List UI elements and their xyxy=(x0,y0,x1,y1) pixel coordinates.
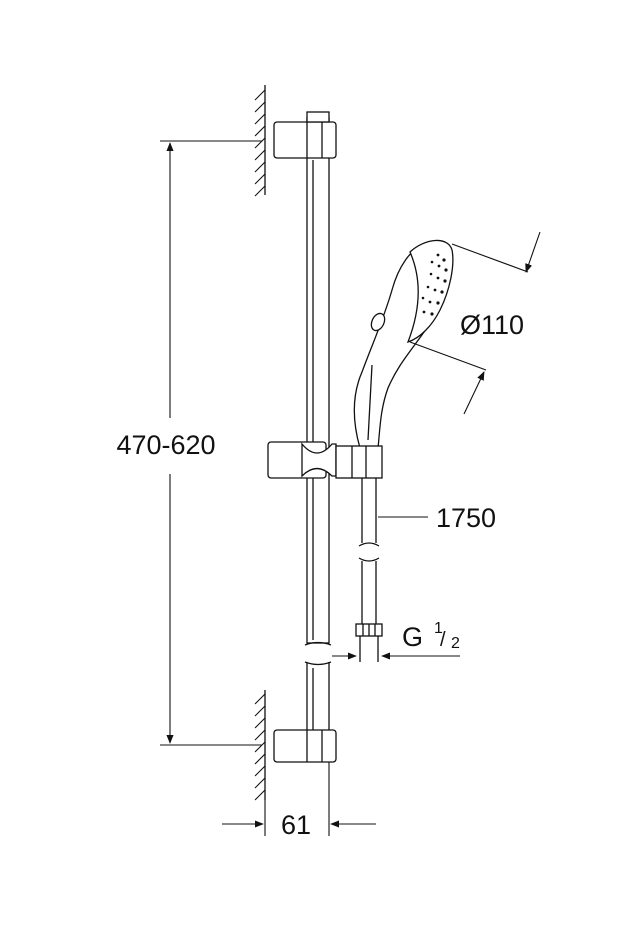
label-handshower-diameter: Ø110 xyxy=(460,310,524,340)
spray-nozzles xyxy=(421,253,448,316)
upper-wall-hatching xyxy=(254,85,266,197)
label-thread-slash: / xyxy=(440,629,446,651)
dimension-handshower-diameter: Ø110 xyxy=(409,231,541,415)
slider-holder xyxy=(267,441,383,479)
dimension-wall-offset: 61 xyxy=(222,762,376,840)
label-thread-numerator: 1 xyxy=(434,620,443,637)
label-thread-g: G xyxy=(402,622,423,652)
label-rail-height: 470-620 xyxy=(116,430,215,460)
hand-shower xyxy=(353,239,454,449)
spray-selector-button xyxy=(370,312,386,332)
dimension-connection-thread: G 1 / 2 xyxy=(332,620,460,660)
dimension-rail-height: 470-620 xyxy=(116,140,262,746)
rail-upper-segment xyxy=(304,117,332,646)
top-wall-bracket xyxy=(273,111,337,159)
dimension-hose-length: 1750 xyxy=(378,503,496,533)
lower-wall-hatching xyxy=(254,690,266,801)
label-thread-denominator: 2 xyxy=(451,635,460,652)
label-wall-offset: 61 xyxy=(281,810,311,840)
rail-lower-segment xyxy=(304,661,332,735)
label-hose-length: 1750 xyxy=(436,503,496,533)
shower-hose xyxy=(355,478,383,662)
bottom-wall-bracket xyxy=(273,729,337,763)
